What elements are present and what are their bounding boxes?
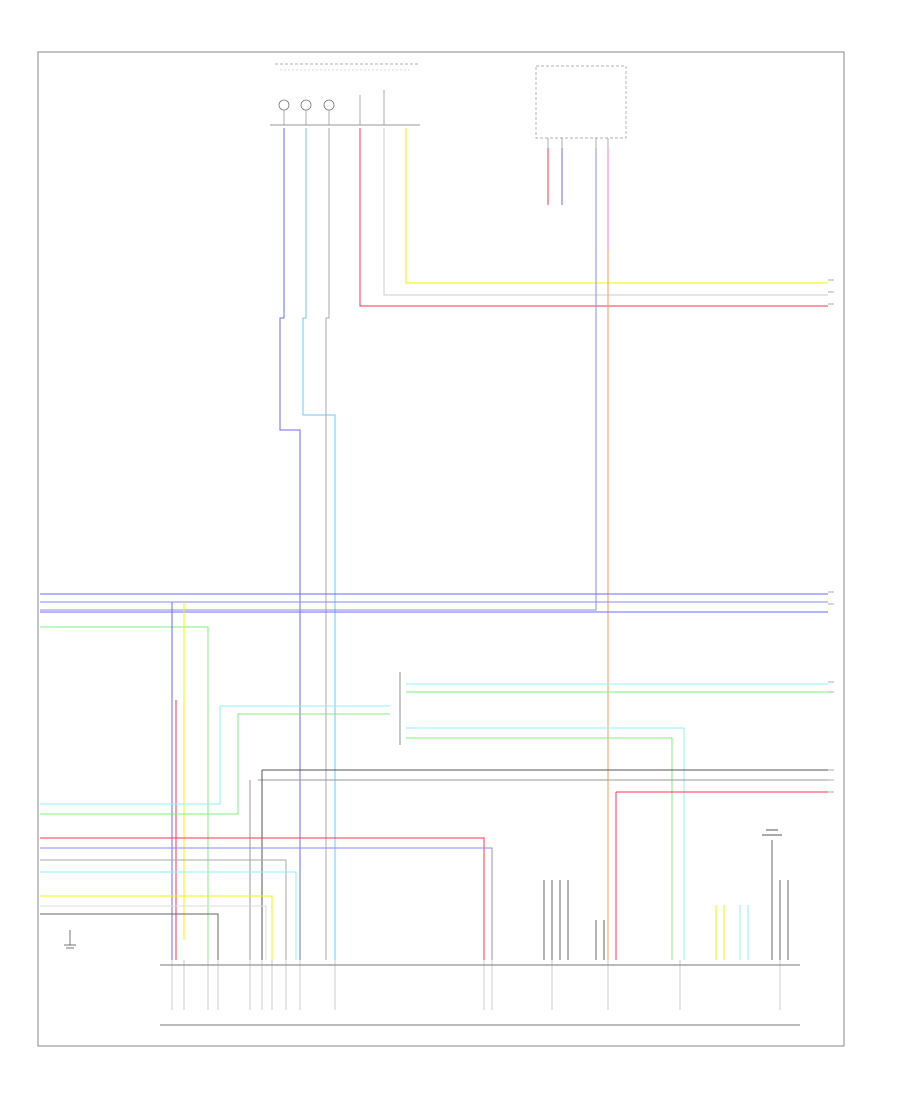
wire-green-bus <box>40 626 209 960</box>
wire-white-lower <box>40 905 267 960</box>
wire-gray <box>325 128 330 960</box>
wire-yellow-top <box>405 128 828 284</box>
wire-blue <box>279 128 301 960</box>
wire-green-mid-2 <box>406 737 673 960</box>
pin-group-3 <box>715 905 725 960</box>
top-left-connector <box>270 63 420 126</box>
wire-cyan-mid-2 <box>406 727 685 960</box>
wires <box>40 128 828 960</box>
connector-pin-icon <box>323 99 335 111</box>
wire-white-top <box>383 128 828 296</box>
connector-pin-icon <box>300 99 312 111</box>
connector-pin-icon <box>278 99 290 111</box>
wire-yellow-lower <box>40 895 273 960</box>
wire-violet-lower <box>40 847 493 960</box>
wire-blue-2 <box>302 128 336 960</box>
wire-red-top <box>359 128 828 307</box>
pin-group-2 <box>595 920 605 960</box>
wire-green-left <box>40 713 390 815</box>
top-right-connector <box>535 65 627 148</box>
wire-cyan-lower <box>40 871 297 960</box>
wire-violet-long <box>40 148 597 611</box>
pin-group-1 <box>543 880 569 960</box>
wire-gray-lower <box>40 859 287 960</box>
module-pin-stubs <box>171 960 781 1010</box>
wire-cyan-left <box>40 705 390 805</box>
right-terminals <box>828 279 834 793</box>
pin-group-5 <box>771 840 789 960</box>
bottom-module <box>160 960 800 1026</box>
diagram-frame <box>37 51 845 1047</box>
ground-marks <box>64 930 76 949</box>
wire-black-lower <box>40 913 219 960</box>
wire-red-lower <box>40 837 485 960</box>
antenna-icon <box>762 829 782 836</box>
pin-group-4 <box>739 905 749 960</box>
